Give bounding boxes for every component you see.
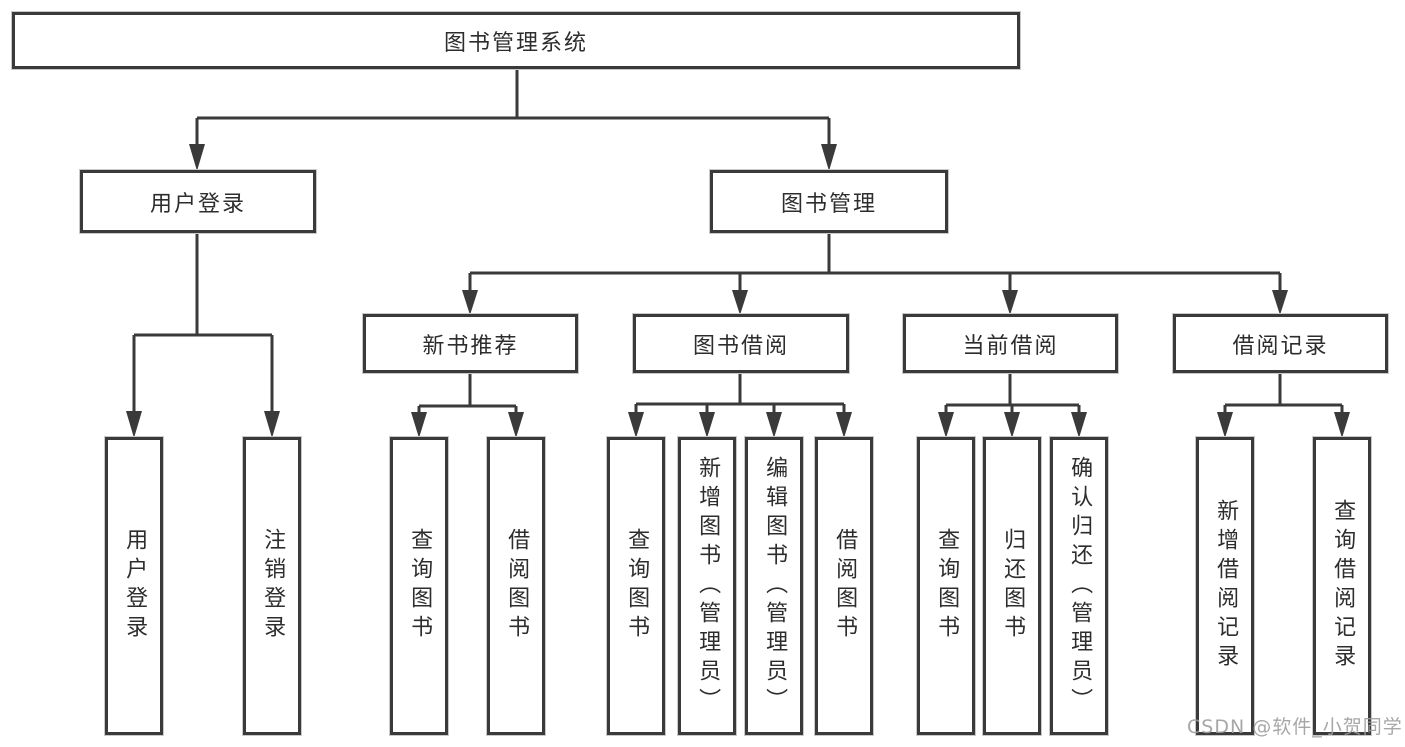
node-book-borrowing: 图书借阅 (633, 314, 849, 373)
node-current-borrowing: 当前借阅 (903, 314, 1118, 373)
leaf-edit-books-admin: 编辑图书（管理员） (745, 437, 803, 735)
connector-newrec-to-leaves (411, 371, 524, 438)
leaf-return-books: 归还图书 (983, 437, 1041, 735)
leaf-query-borrow-record-label: 查询借阅记录 (1330, 499, 1356, 673)
connector-root-to-level2 (189, 66, 837, 171)
leaf-query-books-borrowing-label: 查询图书 (624, 528, 650, 644)
leaf-confirm-return-admin-label: 确认归还（管理员） (1067, 455, 1093, 717)
leaf-edit-books-admin-label: 编辑图书（管理员） (762, 455, 788, 717)
connector-curborrow-to-leaves (938, 371, 1087, 438)
leaf-borrow-books: 借阅图书 (815, 437, 873, 735)
node-book-management-label: 图书管理 (780, 191, 877, 217)
node-borrow-records: 借阅记录 (1173, 314, 1388, 373)
leaf-query-borrow-record: 查询借阅记录 (1313, 437, 1371, 735)
node-book-management: 图书管理 (710, 170, 948, 233)
node-library-system: 图书管理系统 (12, 12, 1020, 69)
connector-bookmgmt-to-level3 (462, 231, 1288, 315)
leaf-user-login-label: 用户登录 (122, 528, 148, 644)
leaf-return-books-label: 归还图书 (1000, 528, 1026, 644)
connector-userlogin-to-leaves (126, 231, 280, 438)
node-current-borrowing-label: 当前借阅 (962, 333, 1059, 359)
node-library-system-label: 图书管理系统 (443, 30, 588, 56)
leaf-add-borrow-record: 新增借阅记录 (1196, 437, 1254, 735)
leaf-query-books-recommend: 查询图书 (390, 437, 448, 735)
node-book-borrowing-label: 图书借阅 (692, 333, 789, 359)
leaf-user-login: 用户登录 (105, 437, 163, 735)
csdn-watermark: CSDN @软件_小贺同学 (1187, 716, 1403, 738)
leaf-logout-label: 注销登录 (260, 528, 286, 644)
leaf-query-books-recommend-label: 查询图书 (407, 528, 433, 644)
leaf-query-books-borrowing: 查询图书 (607, 437, 665, 735)
node-new-book-recommend-label: 新书推荐 (422, 333, 519, 359)
node-new-book-recommend: 新书推荐 (363, 314, 578, 373)
leaf-add-books-admin: 新增图书（管理员） (678, 437, 736, 735)
leaf-add-books-admin-label: 新增图书（管理员） (695, 455, 721, 717)
node-borrow-records-label: 借阅记录 (1232, 333, 1329, 359)
leaf-query-books-current-label: 查询图书 (934, 528, 960, 644)
leaf-add-borrow-record-label: 新增借阅记录 (1213, 499, 1239, 673)
node-user-login: 用户登录 (80, 170, 316, 233)
leaf-query-books-current: 查询图书 (917, 437, 975, 735)
node-user-login-label: 用户登录 (149, 191, 246, 217)
leaf-logout: 注销登录 (243, 437, 301, 735)
connector-bookborrow-to-leaves (628, 371, 852, 438)
connector-records-to-leaves (1217, 371, 1350, 438)
leaf-borrow-books-label: 借阅图书 (832, 528, 858, 644)
leaf-borrow-books-recommend-label: 借阅图书 (504, 528, 530, 644)
leaf-confirm-return-admin: 确认归还（管理员） (1050, 437, 1108, 735)
leaf-borrow-books-recommend: 借阅图书 (487, 437, 545, 735)
